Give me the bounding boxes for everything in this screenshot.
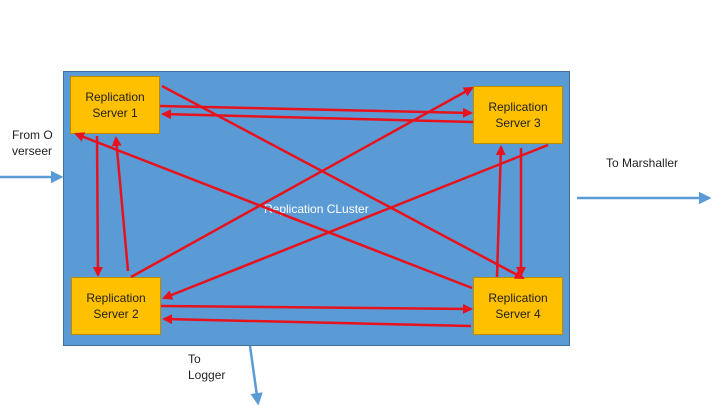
replication-arrow-s1-to-s2 (92, 135, 103, 277)
replication-arrow-s2-to-s3 (130, 86, 474, 279)
to-marshaller-label: To Marshaller (606, 156, 679, 170)
replication-server-2: Replication Server 2 (71, 277, 161, 335)
replication-server-4: Replication Server 4 (473, 277, 563, 335)
cluster-label: Replication CLuster (264, 202, 369, 216)
replication-server-3: Replication Server 3 (473, 86, 563, 144)
replication-server-1: Replication Server 1 (70, 76, 160, 134)
replication-arrow-s4-to-s1 (74, 132, 473, 290)
replication-arrow-s2-to-s4 (160, 303, 473, 314)
replication-arrow-s4-to-s2 (162, 314, 472, 328)
replication-arrow-s2-to-s1 (111, 136, 130, 272)
replication-arrow-s4-to-s3 (495, 145, 506, 278)
replication-arrow-s3-to-s2 (162, 143, 549, 300)
replication-arrow-s1-to-s3 (159, 104, 473, 118)
from-overseer-label: From Overseer (12, 128, 53, 159)
replication-arrow-s3-to-s1 (161, 109, 474, 124)
to-logger-label: To Logger (188, 352, 226, 383)
replication-arrow-s1-to-s4 (161, 84, 525, 280)
logger-output-arrow (248, 345, 263, 405)
